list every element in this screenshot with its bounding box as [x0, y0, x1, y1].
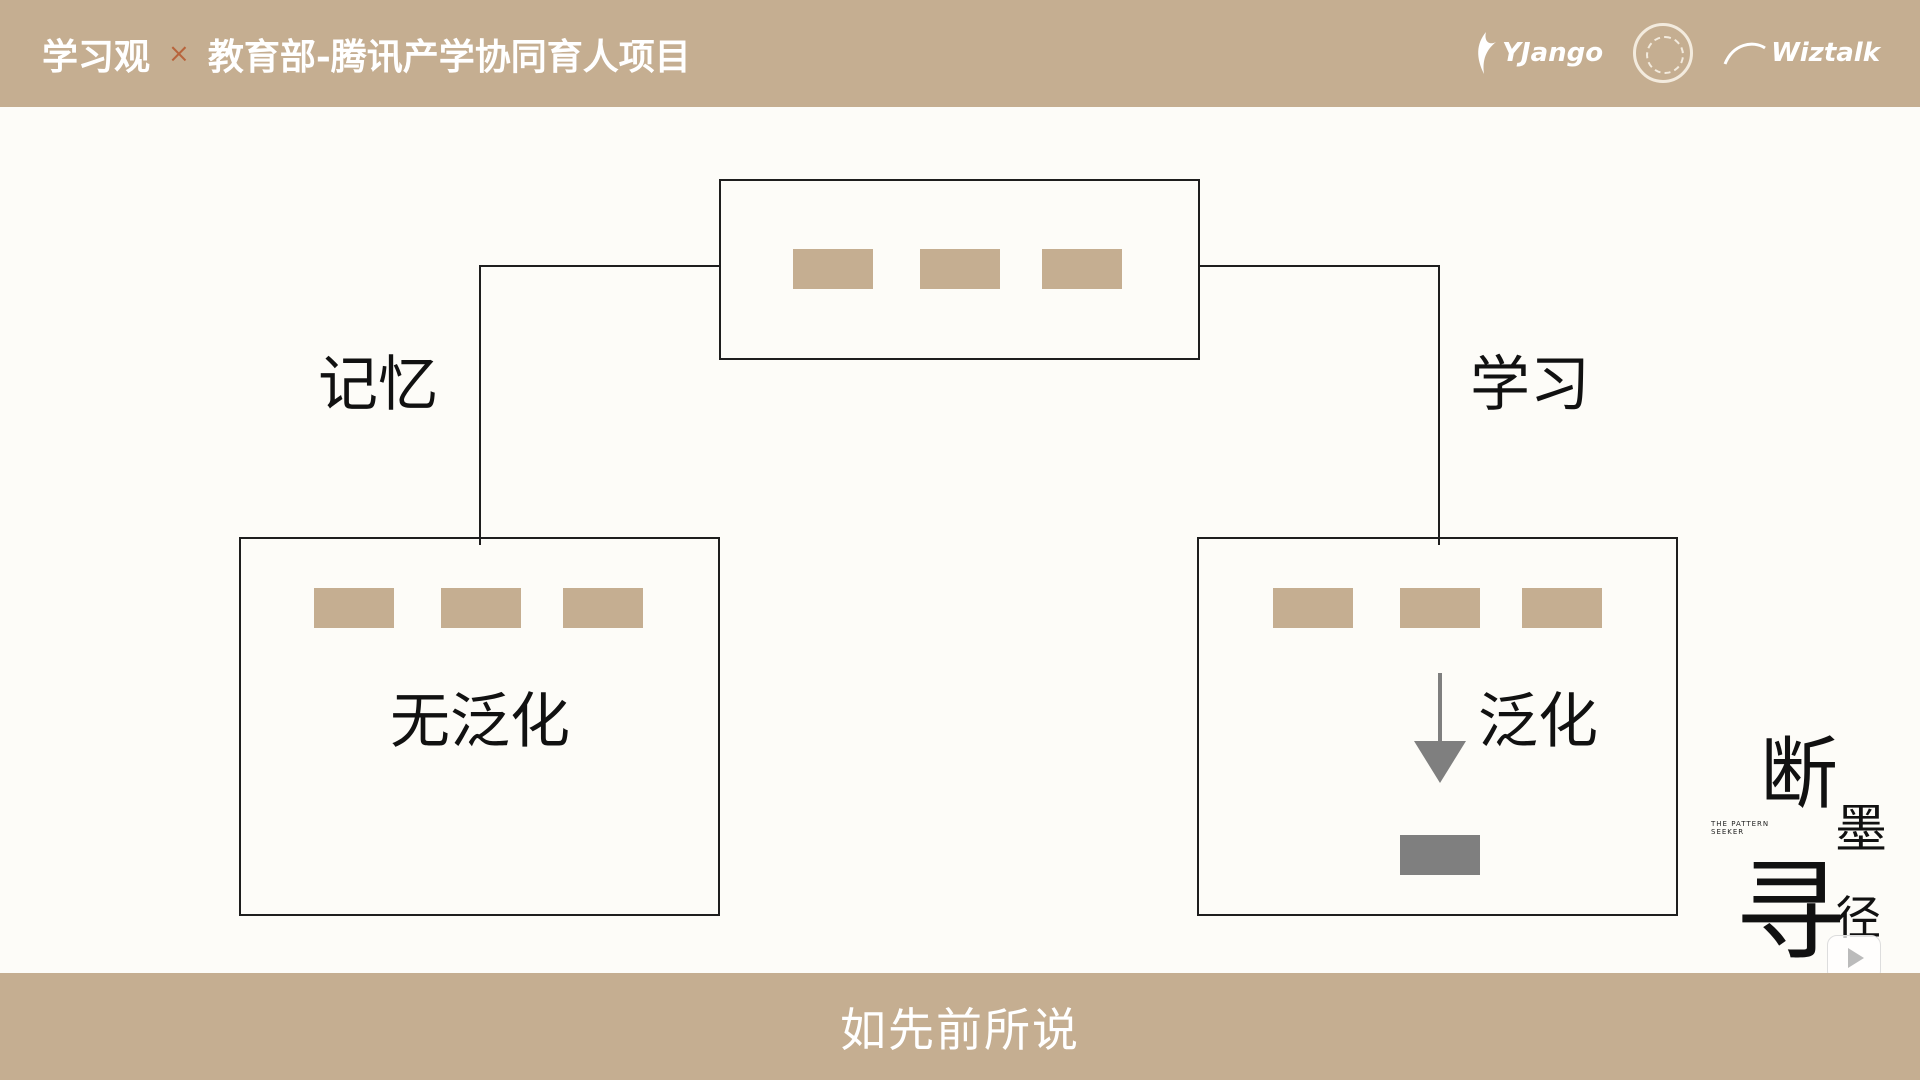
brand-tagline: THE PATTERN SEEKER	[1711, 820, 1770, 837]
learning-chip	[1522, 588, 1602, 628]
source-chip	[920, 249, 1000, 289]
brand-char: 断	[1760, 730, 1839, 820]
header-bar: 学习观 × 教育部-腾讯产学协同育人项目 YJango Wiztalk	[0, 0, 1920, 107]
connector-top-right	[1198, 265, 1440, 267]
play-icon	[1848, 948, 1864, 968]
connector-right-vertical	[1438, 265, 1440, 545]
label-memory: 记忆	[318, 350, 438, 420]
memory-box	[239, 537, 720, 916]
yjango-swoosh-icon	[1478, 32, 1497, 74]
university-seal-icon	[1633, 23, 1694, 83]
memory-vs-learning-diagram: 记忆 学习 无泛化 泛化	[0, 107, 1920, 973]
memory-chip	[563, 588, 643, 628]
header-title-left: 学习观	[42, 36, 151, 78]
header-separator: ×	[168, 39, 190, 69]
memory-chip	[314, 588, 394, 628]
wiztalk-logo-text: Wiztalk	[1771, 38, 1880, 68]
memory-box-caption: 无泛化	[390, 687, 570, 757]
yjango-logo-text: YJango	[1502, 38, 1604, 68]
connector-top-left	[479, 265, 720, 267]
learning-chip	[1400, 588, 1480, 628]
header-title: 学习观 × 教育部-腾讯产学协同育人项目	[42, 30, 691, 78]
yjango-logo: YJango	[1472, 30, 1603, 76]
connector-left-vertical	[479, 265, 481, 545]
learning-box-caption: 泛化	[1478, 687, 1598, 757]
label-learning: 学习	[1470, 350, 1590, 420]
brand-char: 墨	[1835, 800, 1888, 860]
subtitle-bar: 如先前所说	[0, 973, 1920, 1080]
subtitle-text: 如先前所说	[840, 1002, 1080, 1057]
down-arrow-icon	[1414, 673, 1466, 783]
learning-chip	[1273, 588, 1353, 628]
generalized-output-chip	[1400, 835, 1480, 875]
logo-group: YJango Wiztalk	[1472, 18, 1880, 88]
source-box	[719, 179, 1200, 360]
wiztalk-logo: Wiztalk	[1723, 38, 1880, 68]
memory-chip	[441, 588, 521, 628]
source-chip	[793, 249, 873, 289]
brand-char: 寻	[1735, 848, 1845, 976]
header-title-right: 教育部-腾讯产学协同育人项目	[207, 36, 691, 78]
source-chip	[1042, 249, 1122, 289]
brand-watermark: 断 墨 寻 径 THE PATTERN SEEKER	[1705, 712, 1895, 976]
wiztalk-arc-icon	[1723, 42, 1766, 65]
learning-box	[1197, 537, 1678, 916]
